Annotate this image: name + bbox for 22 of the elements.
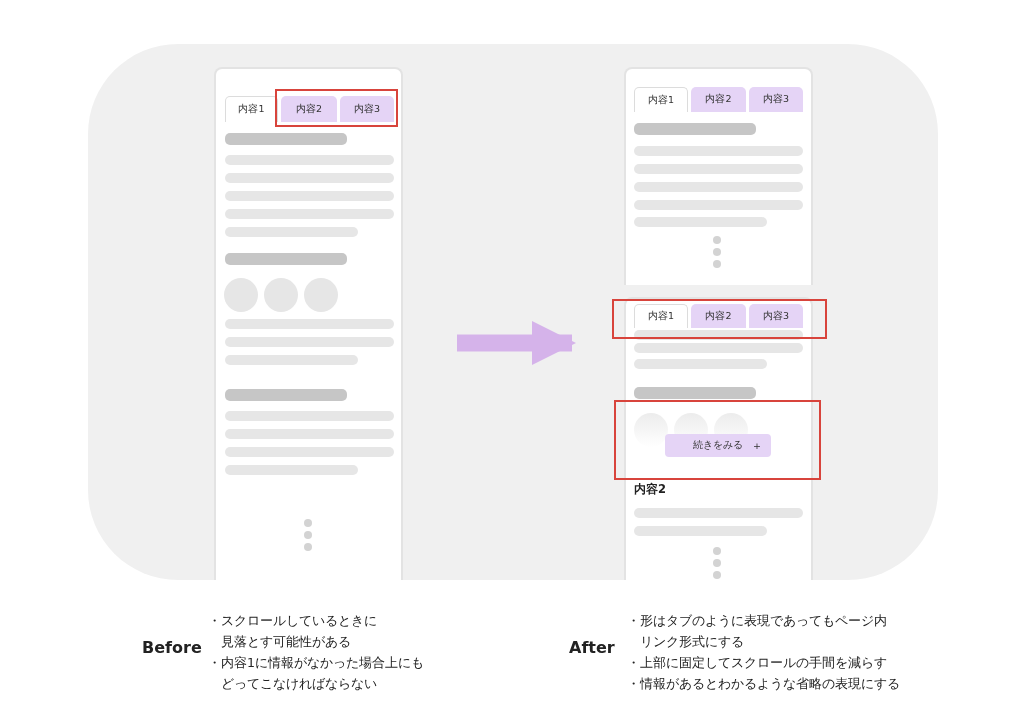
bullet-note: ・形はタブのように表現であってもページ内リンク形式にする [627, 612, 888, 651]
caption-heading: After [569, 637, 616, 658]
tab: 内容1 [634, 304, 688, 328]
section-heading: 内容2 [634, 482, 666, 497]
arrow [457, 321, 576, 365]
tab: 内容2 [691, 304, 746, 328]
tab: 内容3 [749, 304, 803, 328]
phone-screen [214, 67, 403, 580]
tab: 内容2 [691, 87, 746, 112]
show-more-button: 続きをみる + [665, 434, 771, 457]
tab: 内容1 [634, 87, 688, 112]
tab: 内容2 [281, 96, 337, 122]
bullet-note: ・情報があるとわかるような省略の表現にする [627, 675, 901, 693]
bullet-note: ・内容1に情報がなかった場合上にもどってこなければならない [208, 654, 425, 693]
bullet-note: ・スクロールしているときに見落とす可能性がある [208, 612, 378, 651]
phone-screen [624, 297, 813, 580]
phone-screen [624, 67, 813, 285]
tab: 内容3 [340, 96, 394, 122]
tab: 内容3 [749, 87, 803, 112]
caption-heading: Before [142, 637, 203, 658]
bullet-note: ・上部に固定してスクロールの手間を減らす [627, 654, 888, 672]
tab: 内容1 [225, 96, 278, 122]
